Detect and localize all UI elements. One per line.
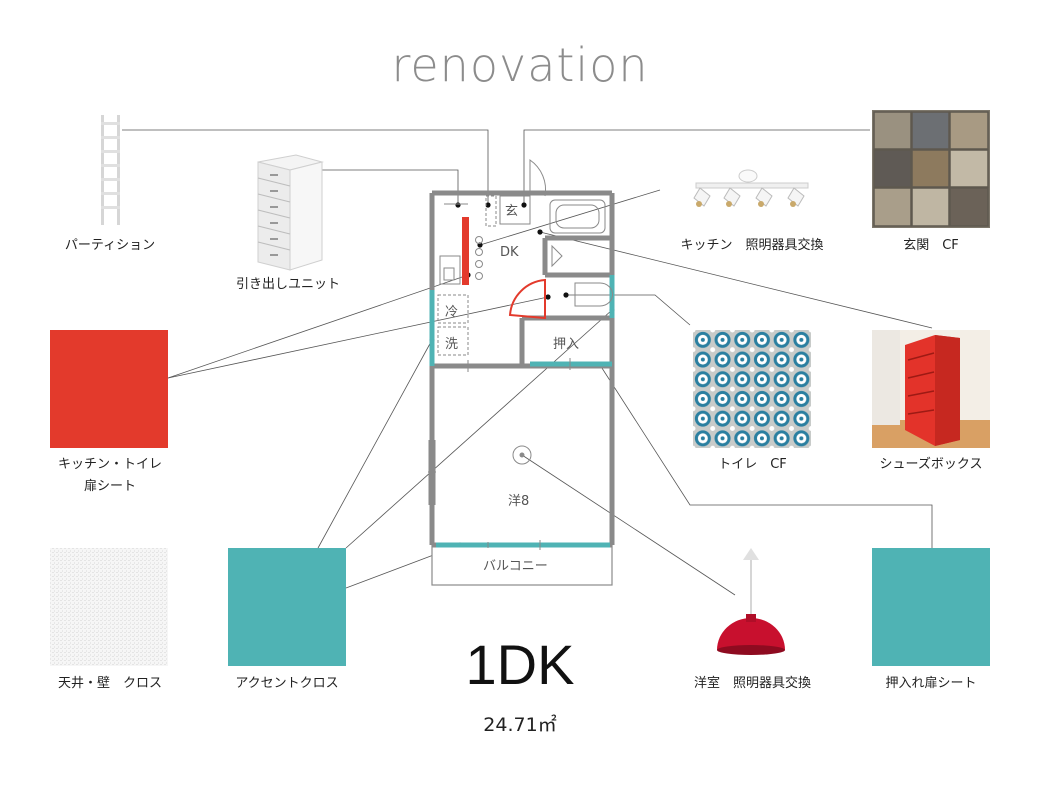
outer-walls xyxy=(429,190,615,545)
label-drawer-unit: 引き出しユニット xyxy=(235,277,340,292)
line-accent-2 xyxy=(345,309,613,549)
spotlight-image xyxy=(693,169,809,207)
shoe-box-image xyxy=(872,330,990,448)
line-kitchen-door xyxy=(167,274,469,379)
label-western-light: 洋室 照明器具交換 xyxy=(693,676,811,691)
room-balcony-label: バルコニー xyxy=(483,559,548,574)
label-ceiling-wall-cloth: 天井・壁 クロス xyxy=(57,676,162,691)
line-pendant xyxy=(521,454,736,596)
line-toilet-cf xyxy=(566,294,691,326)
label-partition: パーティション xyxy=(64,238,156,253)
balcony-rail xyxy=(431,544,613,586)
page-title: renovation xyxy=(391,38,649,92)
label-kitchen-toilet-door: キッチン・トイレ 扉シート xyxy=(57,457,162,494)
line-drawer xyxy=(322,169,459,205)
ceiling-wall-cloth-texture xyxy=(50,548,168,666)
floor-plan xyxy=(428,159,615,586)
closet-door-swatch xyxy=(872,548,990,666)
line-shoebox xyxy=(539,231,933,329)
label-closet-door: 押入れ扉シート xyxy=(885,676,977,691)
label-accent-cloth: アクセントクロス xyxy=(235,676,339,691)
left-window xyxy=(428,440,436,505)
line-closet xyxy=(599,364,933,548)
room-washer-label: 洗 xyxy=(445,337,458,352)
line-spotlight xyxy=(479,189,661,246)
drawer-unit-image xyxy=(257,154,324,271)
room-labels: 玄 DK 冷 洗 押入 洋8 バルコニー xyxy=(445,204,579,574)
kitchen-toilet-door-swatch xyxy=(50,330,168,448)
partition-image xyxy=(101,115,120,225)
label-kitchen-light: キッチン 照明器具交換 xyxy=(680,238,824,253)
toilet-cf-tile xyxy=(693,330,811,448)
line-entrance xyxy=(523,129,870,205)
room-closet-label: 押入 xyxy=(553,337,579,352)
stone-tile-image xyxy=(872,110,990,228)
room-dk-label: DK xyxy=(500,245,519,260)
room-entrance-label: 玄 xyxy=(505,204,518,219)
room-fridge-label: 冷 xyxy=(445,305,458,320)
line-partition xyxy=(122,129,489,205)
room-western-label: 洋8 xyxy=(508,494,529,509)
accent-cloth-swatch xyxy=(228,548,346,666)
label-toilet-cf: トイレ CF xyxy=(718,457,787,472)
pendant-lamp-image xyxy=(717,548,785,655)
label-entrance-cf: 玄関 CF xyxy=(903,238,959,253)
layout-type: 1DK xyxy=(465,633,575,696)
floor-area: 24.71㎡ xyxy=(483,714,557,736)
kitchen-door-sheet xyxy=(462,217,469,285)
line-accent-1 xyxy=(317,339,433,549)
label-shoe-box: シューズボックス xyxy=(879,457,983,472)
line-toilet-door xyxy=(167,296,549,379)
